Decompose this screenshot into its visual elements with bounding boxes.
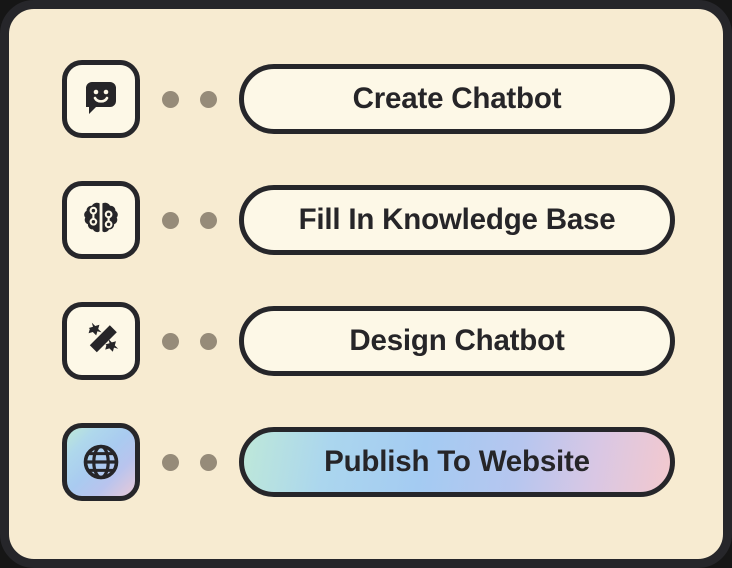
step-pill-design-chatbot[interactable]: Design Chatbot <box>239 306 675 376</box>
step-pill-publish-to-website[interactable]: Publish To Website <box>239 427 675 497</box>
step-row-publish-to-website[interactable]: Publish To Website <box>9 423 723 501</box>
connector-dot <box>162 211 179 229</box>
step-pill-create-chatbot[interactable]: Create Chatbot <box>239 64 675 134</box>
connector-dot <box>162 332 179 350</box>
connector-dot <box>200 453 217 471</box>
connector-dot <box>200 332 217 350</box>
chat-bubble-smiley-icon <box>80 78 122 120</box>
step-label: Publish To Website <box>324 445 590 478</box>
step-label: Design Chatbot <box>349 324 565 357</box>
connector-dot <box>200 211 217 229</box>
step-pill-fill-in-knowledge-base[interactable]: Fill In Knowledge Base <box>239 185 675 255</box>
workflow-steps-list: Create Chatbot <box>9 9 723 559</box>
step-row-fill-in-knowledge-base[interactable]: Fill In Knowledge Base <box>9 181 723 259</box>
brain-icon <box>80 199 122 241</box>
connector-dots-publish-to-website <box>162 453 217 471</box>
step-row-create-chatbot[interactable]: Create Chatbot <box>9 60 723 138</box>
connector-dot <box>162 453 179 471</box>
connector-dot <box>200 90 217 108</box>
step-icon-tile-create-chatbot[interactable] <box>62 60 140 138</box>
step-icon-tile-fill-in-knowledge-base[interactable] <box>62 181 140 259</box>
step-icon-tile-design-chatbot[interactable] <box>62 302 140 380</box>
connector-dots-design-chatbot <box>162 332 217 350</box>
connector-dots-create-chatbot <box>162 90 217 108</box>
connector-dots-fill-in-knowledge-base <box>162 211 217 229</box>
magic-wand-pencil-icon <box>80 320 122 362</box>
step-label: Fill In Knowledge Base <box>298 203 616 236</box>
step-icon-tile-publish-to-website[interactable] <box>62 423 140 501</box>
step-row-design-chatbot[interactable]: Design Chatbot <box>9 302 723 380</box>
step-label: Create Chatbot <box>352 82 562 115</box>
globe-icon <box>80 441 122 483</box>
connector-dot <box>162 90 179 108</box>
